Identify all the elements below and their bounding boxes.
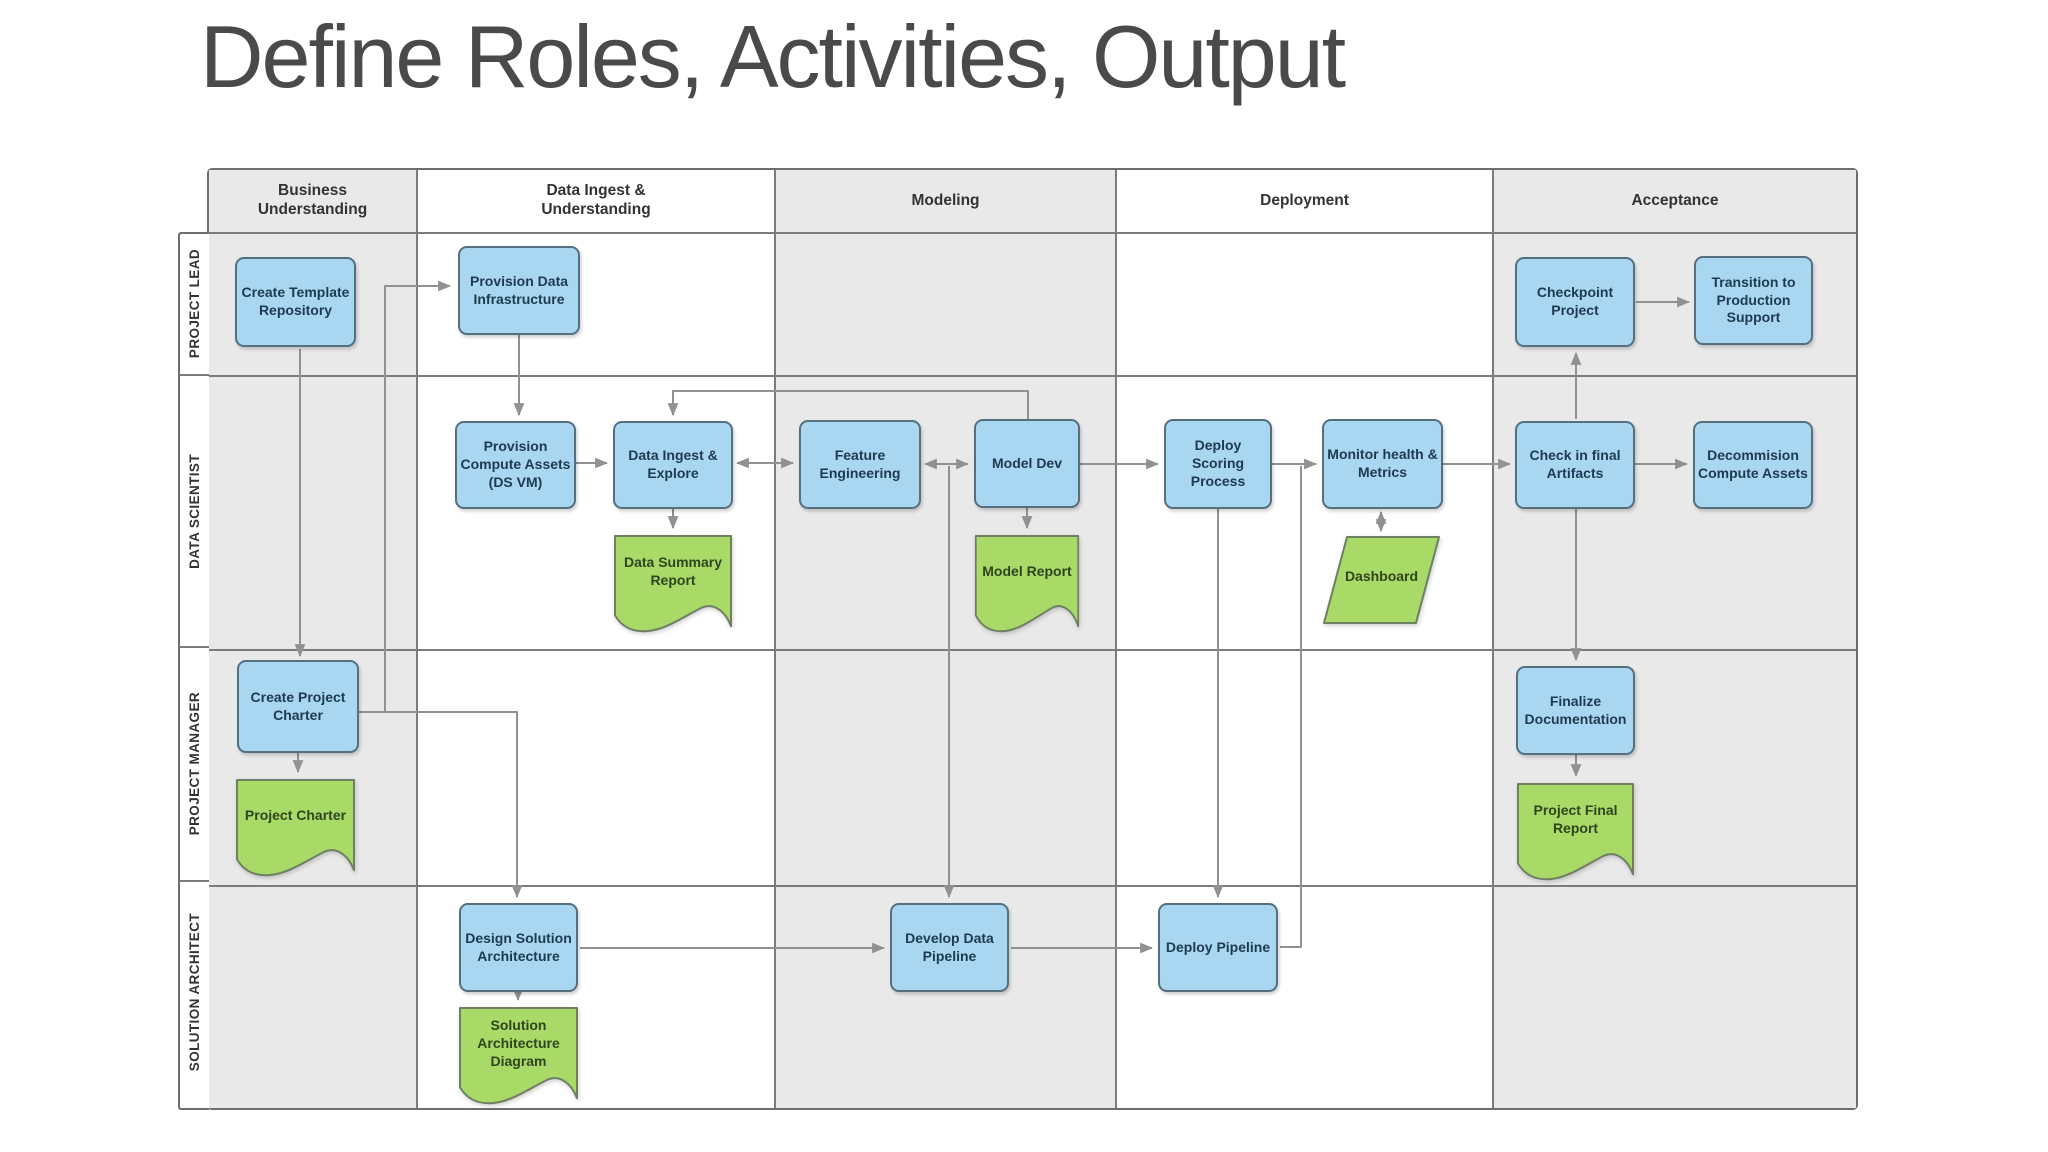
node-create-template-repository: Create Template Repository <box>235 257 356 347</box>
node-deploy-pipeline: Deploy Pipeline <box>1158 903 1278 992</box>
node-finalize-documentation: Finalize Documentation <box>1516 666 1635 755</box>
document-shape-icon <box>459 1006 578 1105</box>
node-provision-data-infrastructure: Provision Data Infrastructure <box>458 246 580 335</box>
column-header-business-understanding: Business Understanding <box>257 182 368 218</box>
parallelogram-shape-icon <box>1323 536 1440 624</box>
node-monitor-health-metrics: Monitor health & Metrics <box>1322 419 1443 509</box>
lane-label-strip: PROJECT LEAD DATA SCIENTIST PROJECT MANA… <box>178 232 209 1110</box>
connector-project-charter-to-provision-data-infra <box>359 280 452 713</box>
node-feature-engineering: Feature Engineering <box>799 420 921 509</box>
node-solution-architecture-diagram: Solution Architecture Diagram <box>458 1006 579 1110</box>
connector-project-charter-to-design-solution-arch <box>359 711 523 899</box>
column-data-ingest-understanding: Data Ingest & Understanding <box>416 170 774 1108</box>
node-check-in-final-artifacts: Check in final Artifacts <box>1515 421 1635 509</box>
document-shape-icon <box>236 778 355 877</box>
lane-label-project-manager: PROJECT MANAGER <box>180 646 209 880</box>
lane-separator-3 <box>209 885 1856 887</box>
column-header-data-ingest-understanding: Data Ingest & Understanding <box>541 182 651 218</box>
node-project-charter: Project Charter <box>235 778 356 882</box>
document-shape-icon <box>974 534 1080 633</box>
node-data-summary-report: Data Summary Report <box>613 534 733 638</box>
column-header-modeling: Modeling <box>911 191 980 209</box>
page-title: Define Roles, Activities, Output <box>200 7 1346 106</box>
lane-label-solution-architect: SOLUTION ARCHITECT <box>180 880 209 1102</box>
header-separator-line <box>209 232 1856 234</box>
node-data-ingest-explore: Data Ingest & Explore <box>613 421 733 509</box>
document-shape-icon <box>1516 782 1635 881</box>
node-develop-data-pipeline: Develop Data Pipeline <box>890 903 1009 992</box>
node-provision-compute-assets: Provision Compute Assets (DS VM) <box>455 421 576 509</box>
node-deploy-scoring-process: Deploy Scoring Process <box>1164 419 1272 509</box>
node-create-project-charter: Create Project Charter <box>237 660 359 753</box>
node-model-report: Model Report <box>974 534 1080 638</box>
lane-separator-2 <box>209 649 1856 651</box>
column-header-acceptance: Acceptance <box>1631 191 1719 209</box>
connector-model-dev-feedback-to-data-ingest <box>667 390 1029 419</box>
connector-deploy-pipeline-to-monitor-health-merge <box>1280 466 1302 948</box>
node-checkpoint-project: Checkpoint Project <box>1515 257 1635 347</box>
node-dashboard: Dashboard <box>1323 536 1440 624</box>
node-model-dev: Model Dev <box>974 419 1080 508</box>
node-decommission-compute-assets: Decommision Compute Assets <box>1693 421 1813 509</box>
lane-label-data-scientist: DATA SCIENTIST <box>180 374 209 646</box>
node-transition-production-support: Transition to Production Support <box>1694 256 1813 345</box>
column-deployment: Deployment <box>1115 170 1492 1108</box>
column-header-deployment: Deployment <box>1260 191 1349 209</box>
node-design-solution-architecture: Design Solution Architecture <box>459 903 578 992</box>
node-project-final-report: Project Final Report <box>1516 782 1635 886</box>
lane-separator-1 <box>209 375 1856 377</box>
document-shape-icon <box>614 534 732 633</box>
